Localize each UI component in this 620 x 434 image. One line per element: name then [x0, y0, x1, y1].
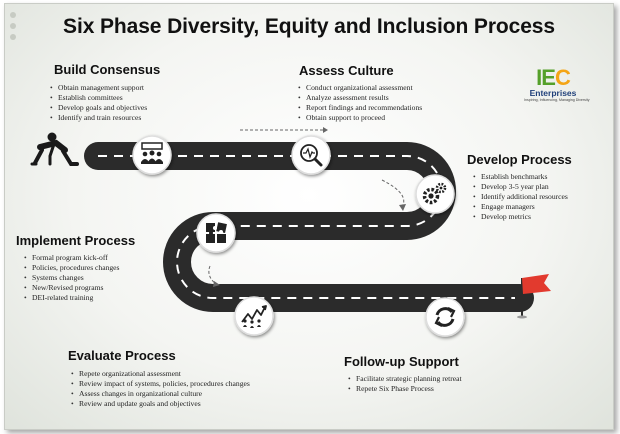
page-title: Six Phase Diversity, Equity and Inclusio… [63, 15, 555, 38]
list-item: Repete Six Phase Process [348, 384, 462, 394]
list-item: Identify and train resources [50, 113, 147, 123]
road-diagram [30, 127, 551, 337]
team-presentation-icon [141, 142, 163, 164]
list-item: DEI-related training [24, 293, 120, 303]
list-item: Obtain support to proceed [298, 113, 422, 123]
bullets-follow-up-support: Facilitate strategic planning retreat Re… [348, 374, 462, 394]
list-item: Report findings and recommendations [298, 103, 422, 113]
list-item: Review and update goals and objectives [71, 399, 250, 409]
bullets-develop-process: Establish benchmarks Develop 3-5 year pl… [473, 172, 568, 223]
bullets-assess-culture: Conduct organizational assessment Analyz… [298, 83, 422, 123]
phase-title-assess-culture: Assess Culture [299, 63, 394, 78]
list-item: Policies, procedures changes [24, 263, 120, 273]
puzzle-icon [206, 222, 227, 243]
list-item: Establish committees [50, 93, 147, 103]
list-item: Identify additional resources [473, 192, 568, 202]
list-item: Repete organizational assessment [71, 369, 250, 379]
bullets-evaluate-process: Repete organizational assessment Review … [71, 369, 250, 409]
growth-chart-icon [241, 305, 267, 328]
phase-title-evaluate-process: Evaluate Process [68, 348, 176, 363]
gears-icon [422, 182, 447, 205]
winding-road [84, 142, 534, 312]
phase-title-build-consensus: Build Consensus [54, 62, 161, 77]
refresh-cycle-icon [434, 307, 456, 327]
list-item: Develop metrics [473, 212, 568, 222]
runner-icon [30, 132, 79, 166]
magnifier-pulse-icon [300, 144, 323, 167]
bullets-build-consensus: Obtain management support Establish comm… [50, 83, 147, 123]
stop-develop-process [415, 174, 455, 214]
finish-flag-icon [517, 274, 551, 319]
company-logo: IEC Enterprises Inspiring, Influencing, … [524, 65, 590, 103]
list-item: Formal program kick-off [24, 253, 120, 263]
list-item: Conduct organizational assessment [298, 83, 422, 93]
list-item: Engage managers [473, 202, 568, 212]
stop-build-consensus [132, 135, 172, 175]
list-item: Obtain management support [50, 83, 147, 93]
list-item: New/Revised programs [24, 283, 120, 293]
list-item: Develop 3-5 year plan [473, 182, 568, 192]
arrow-heads [213, 127, 406, 287]
list-item: Assess changes in organizational culture [71, 389, 250, 399]
binder-holes [10, 12, 16, 45]
bullets-implement-process: Formal program kick-off Policies, proced… [24, 253, 120, 304]
stop-evaluate-process [234, 296, 274, 336]
list-item: Facilitate strategic planning retreat [348, 374, 462, 384]
slide: Six Phase Diversity, Equity and Inclusio… [4, 3, 614, 430]
list-item: Review impact of systems, policies, proc… [71, 379, 250, 389]
phase-title-implement-process: Implement Process [16, 233, 136, 248]
list-item: Establish benchmarks [473, 172, 568, 182]
list-item: Analyze assessment results [298, 93, 422, 103]
stop-implement-process [196, 213, 236, 253]
stop-follow-up-support [425, 297, 465, 337]
list-item: Systems changes [24, 273, 120, 283]
phase-title-follow-up-support: Follow-up Support [344, 354, 459, 369]
phase-title-develop-process: Develop Process [467, 152, 572, 167]
stop-assess-culture [291, 135, 331, 175]
list-item: Develop goals and objectives [50, 103, 147, 113]
